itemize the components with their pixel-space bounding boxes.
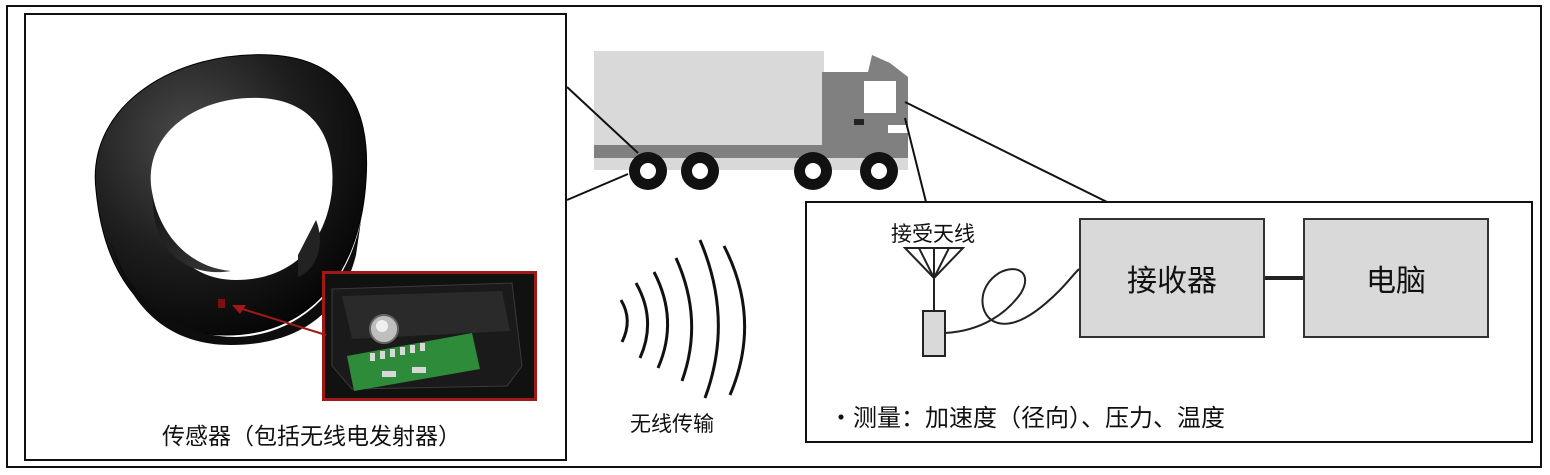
antenna-icon: [902, 247, 1303, 357]
sensor-panel: 传感器（包括无线电发射器）: [24, 13, 567, 461]
sensor-photo: [322, 271, 537, 401]
receiver-box: 接收器: [1079, 218, 1265, 338]
tire-image: [94, 54, 368, 345]
measurement-text: ・测量：加速度（径向）、压力、温度: [829, 404, 1225, 432]
diagram-frame: [6, 5, 1542, 468]
radio-waves-icon: [619, 239, 747, 399]
antenna-label: 接受天线: [891, 222, 975, 246]
sensor-caption: 传感器（包括无线电发射器）: [162, 424, 461, 450]
receiver-panel: 接收器 电脑 接受天线 ・测量：加速度（径向）、压力、温度: [805, 201, 1533, 443]
wireless-label: 无线传输: [630, 412, 714, 436]
receiver-label: 接收器: [1127, 264, 1217, 299]
truck-icon: [594, 51, 908, 190]
computer-label: 电脑: [1366, 264, 1426, 299]
computer-box: 电脑: [1303, 218, 1489, 338]
pointer-arrow: [232, 305, 327, 336]
